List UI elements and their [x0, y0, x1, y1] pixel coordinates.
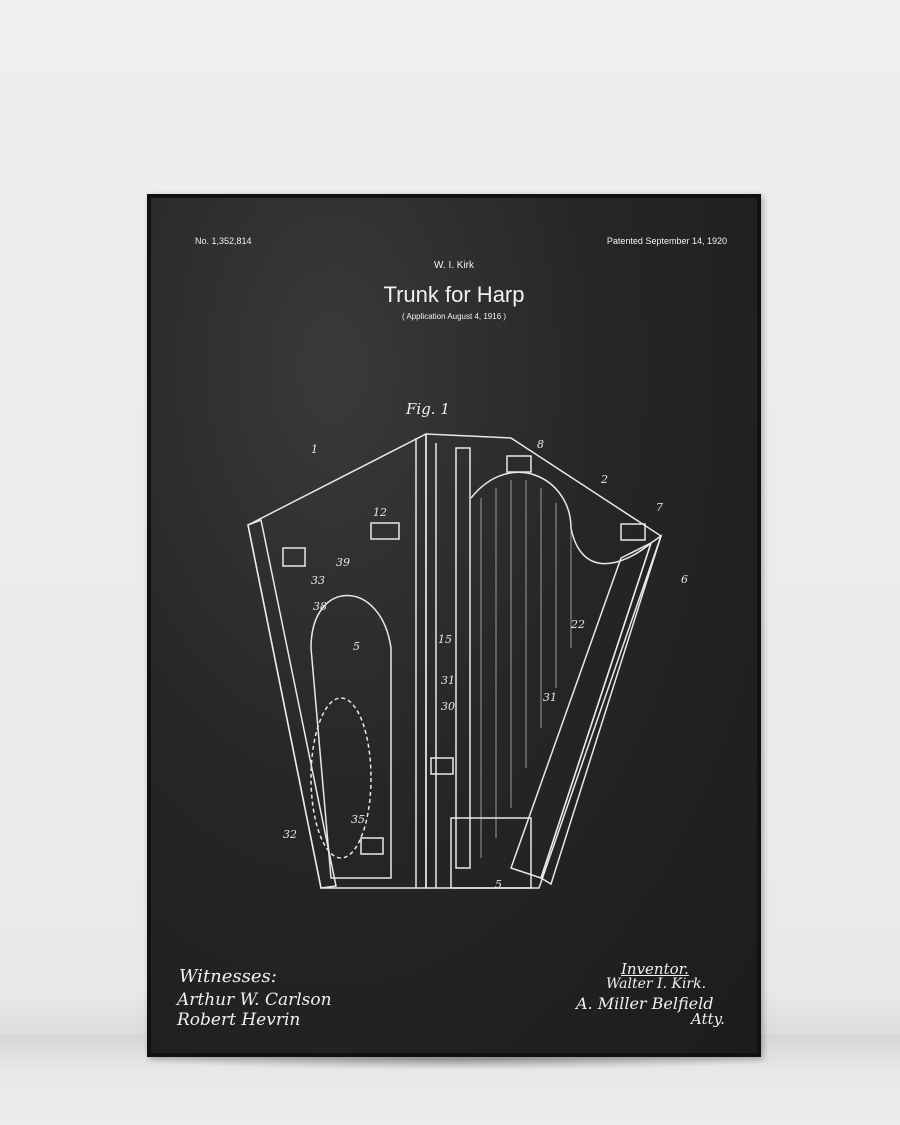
poster-frame: No. 1,352,814 Patented September 14, 192…	[147, 194, 761, 1057]
inventor-signature: Walter I. Kirk.	[606, 976, 707, 992]
inventor-name-header: W. I. Kirk	[434, 260, 474, 271]
svg-text:32: 32	[283, 828, 297, 841]
attorney-signature: A. Miller Belfield	[576, 994, 714, 1013]
harp-soundboard	[510, 541, 653, 879]
trunk-body	[425, 433, 662, 889]
svg-text:5: 5	[353, 640, 360, 653]
svg-text:30: 30	[441, 700, 455, 713]
patent-number: No. 1,352,814	[195, 236, 252, 246]
svg-text:35: 35	[351, 813, 365, 826]
patent-poster: No. 1,352,814 Patented September 14, 192…	[151, 198, 757, 1053]
patent-date: Patented September 14, 1920	[606, 236, 727, 246]
svg-text:1: 1	[311, 443, 318, 456]
svg-text:5: 5	[495, 878, 502, 891]
harp-trunk-drawing: 1 8 2 7 6 12 39 33 38 5 32 35 5 31 30 31 22 15	[247, 432, 688, 891]
attorney-label: Atty.	[691, 1010, 725, 1028]
svg-text:22: 22	[570, 618, 585, 631]
svg-text:7: 7	[656, 501, 663, 514]
witness-signature-2: Robert Hevrin	[177, 1010, 301, 1030]
svg-text:2: 2	[600, 473, 608, 486]
svg-text:39: 39	[336, 556, 350, 569]
witnesses-label: Witnesses:	[179, 966, 277, 987]
svg-text:6: 6	[681, 573, 688, 586]
svg-text:12: 12	[373, 506, 387, 519]
application-date: ( Application August 4, 1916 )	[401, 312, 507, 321]
svg-text:31: 31	[543, 691, 557, 704]
figure-label: Fig. 1	[406, 400, 450, 418]
svg-text:38: 38	[313, 600, 327, 613]
poster-title: Trunk for Harp	[383, 282, 525, 307]
witness-signature-1: Arthur W. Carlson	[177, 990, 332, 1010]
svg-text:31: 31	[441, 674, 455, 687]
svg-text:15: 15	[438, 633, 452, 646]
harp-strings	[480, 480, 572, 858]
padding-block	[370, 522, 400, 540]
harp-column	[455, 447, 471, 869]
door-recess	[310, 697, 372, 859]
inventor-label: Inventor.	[621, 960, 689, 978]
svg-text:8: 8	[537, 438, 544, 451]
svg-text:33: 33	[311, 574, 325, 587]
harp-neck	[470, 471, 652, 565]
